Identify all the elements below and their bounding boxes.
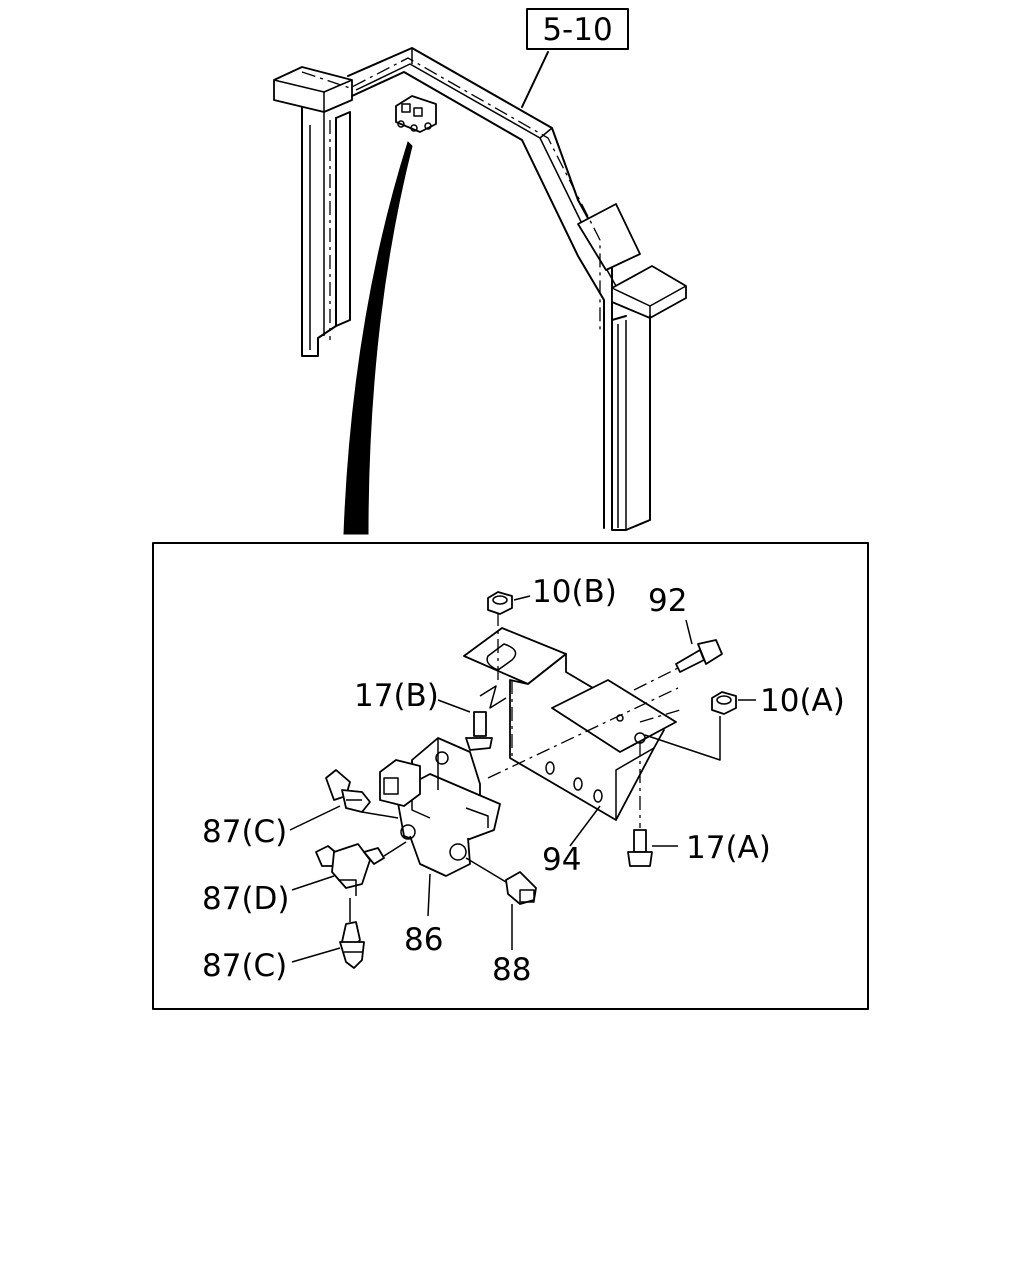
callout-valve-86: 86 — [404, 922, 443, 958]
callout-plug-88: 88 — [492, 952, 531, 988]
reference-box[interactable]: 5-10 — [526, 8, 629, 50]
fitting-87c-bottom[interactable] — [339, 921, 365, 969]
plug-88[interactable] — [505, 871, 537, 905]
bracket-94[interactable] — [463, 627, 677, 821]
detail-box — [152, 542, 869, 1010]
reference-leader-line — [521, 51, 549, 108]
callout-bracket-94: 94 — [542, 842, 581, 878]
bolt-92[interactable] — [675, 639, 723, 673]
callout-screw-17b: 17(B) — [354, 678, 439, 714]
mounted-valve-icon — [395, 95, 437, 133]
callout-fitting-87d: 87(D) — [202, 881, 290, 917]
fitting-87c-top[interactable] — [325, 769, 371, 813]
nut-10a[interactable] — [711, 691, 737, 715]
callout-nut-10a: 10(A) — [760, 683, 845, 719]
screw-17b[interactable] — [465, 711, 493, 751]
callout-fitting-87c-bottom: 87(C) — [202, 948, 287, 984]
fitting-87d-elbow[interactable] — [315, 843, 385, 896]
nut-10b[interactable] — [487, 591, 513, 615]
detail-pointer — [343, 141, 413, 535]
callout-bolt-92: 92 — [648, 583, 687, 619]
callout-nut-10b: 10(B) — [532, 574, 617, 610]
callout-screw-17a: 17(A) — [686, 830, 771, 866]
callout-fitting-87c-top: 87(C) — [202, 814, 287, 850]
screw-17a[interactable] — [627, 829, 653, 867]
solenoid-valve-86[interactable] — [379, 737, 501, 877]
reference-number: 5-10 — [542, 12, 612, 48]
frame-assembly — [273, 47, 687, 531]
